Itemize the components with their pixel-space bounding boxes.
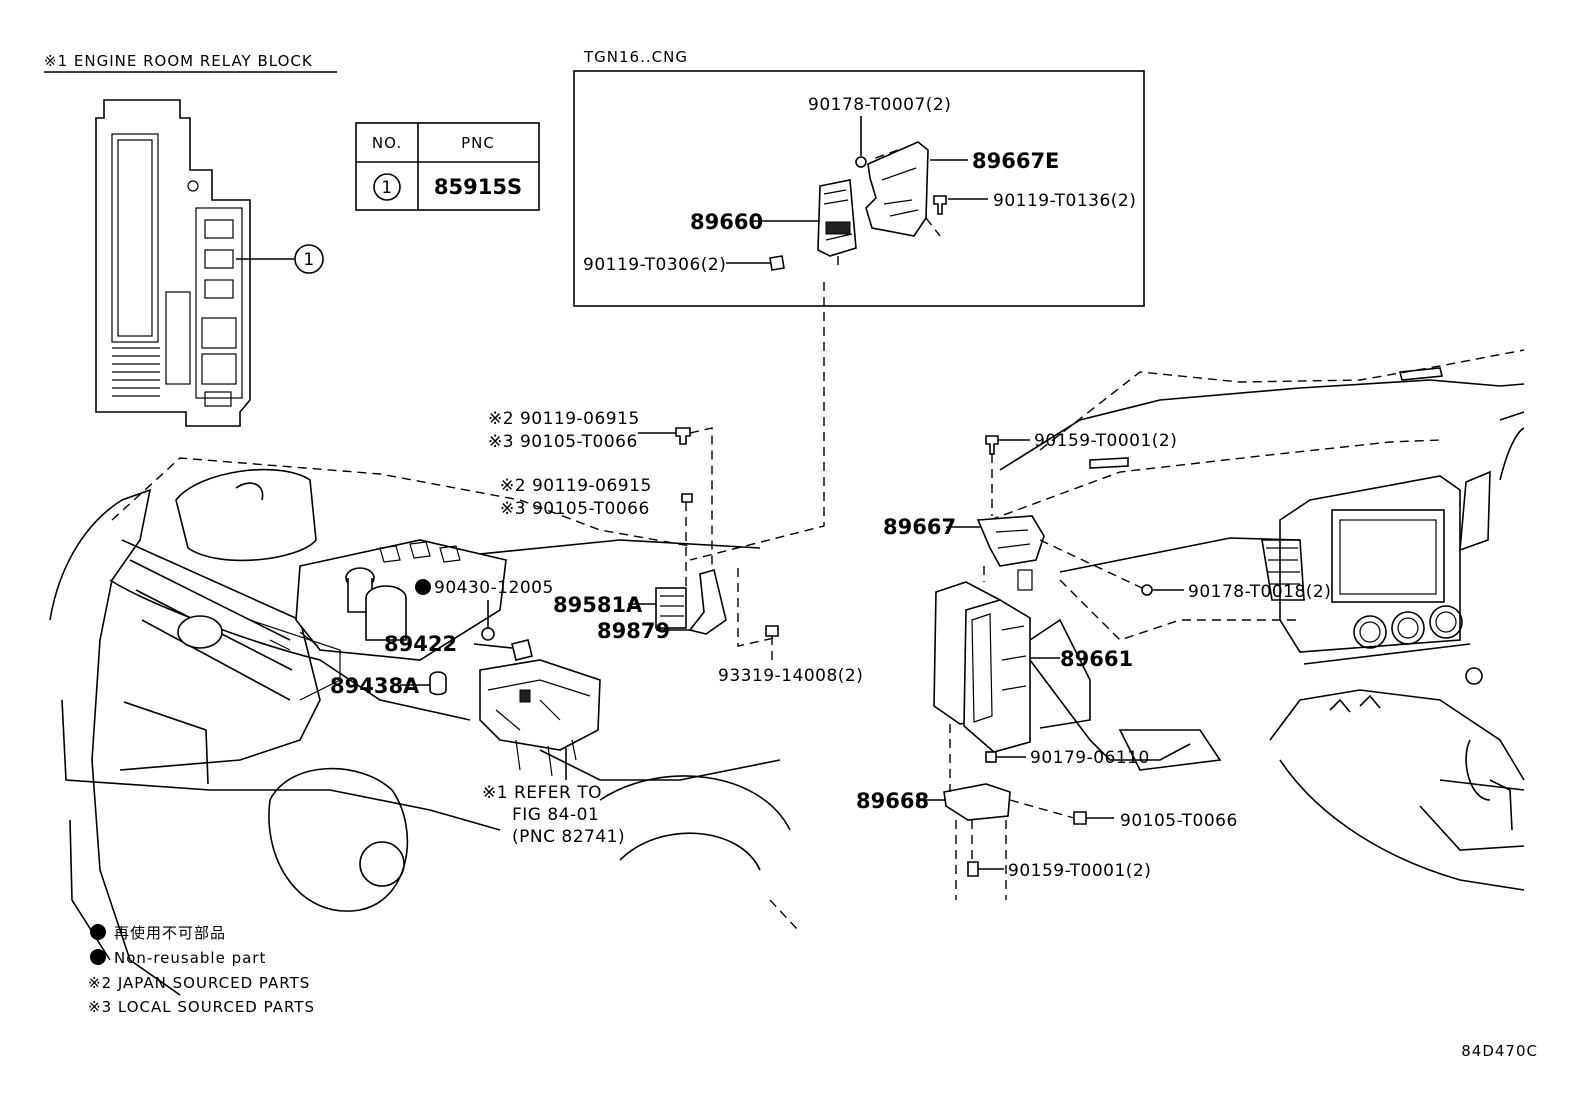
label-89581a: 89581A bbox=[553, 593, 643, 617]
label-89438a: 89438A bbox=[330, 674, 420, 698]
label-89879: 89879 bbox=[597, 619, 670, 643]
bolt-90119-t0136 bbox=[933, 195, 947, 215]
label-japan-90119-06915-a: ※2 90119-06915 bbox=[488, 409, 640, 429]
pnc-table-header-pnc: PNC bbox=[461, 134, 495, 152]
engine-leaders bbox=[400, 427, 775, 780]
relay-block-title: ※1 ENGINE ROOM RELAY BLOCK bbox=[44, 52, 313, 70]
label-90105-t0066: 90105-T0066 bbox=[1120, 811, 1238, 831]
label-89661: 89661 bbox=[1060, 647, 1133, 671]
label-90178-t0007: 90178-T0007(2) bbox=[808, 95, 951, 115]
label-90119-t0306: 90119-T0306(2) bbox=[583, 255, 726, 275]
label-93319-14008: 93319-14008(2) bbox=[718, 666, 863, 686]
label-local-90105-t0066-a: ※3 90105-T0066 bbox=[488, 432, 638, 452]
pnc-table-header-no: NO. bbox=[372, 134, 402, 152]
relay-callout-number: 1 bbox=[303, 250, 314, 270]
ecu-89660-drawing bbox=[817, 179, 857, 257]
label-89667e: 89667E bbox=[972, 149, 1059, 173]
legend: 再使用不可部品 Non-reusable part ※2 JAPAN SOURC… bbox=[88, 924, 315, 1016]
pnc-row-value: 85915S bbox=[434, 175, 522, 199]
label-90178-t0018: 90178-T0018(2) bbox=[1188, 582, 1331, 602]
label-japan-90119-06915-b: ※2 90119-06915 bbox=[500, 476, 652, 496]
variant-box-title: TGN16..CNG bbox=[583, 48, 688, 66]
refer-line-1: ※1 REFER TO bbox=[482, 783, 602, 803]
label-89668: 89668 bbox=[856, 789, 929, 813]
label-89667: 89667 bbox=[883, 515, 956, 539]
nut-90178-t0007 bbox=[855, 156, 867, 168]
label-90430-12005: 90430-12005 bbox=[434, 578, 554, 598]
nonreusable-dot-icon bbox=[415, 579, 431, 595]
legend-japan-sourced: ※2 JAPAN SOURCED PARTS bbox=[88, 974, 310, 992]
label-89422: 89422 bbox=[384, 632, 457, 656]
legend-dot-icon bbox=[90, 924, 106, 940]
pnc-row-circle bbox=[373, 173, 401, 201]
label-local-90105-t0066-b: ※3 90105-T0066 bbox=[500, 499, 650, 519]
dashboard-labels: 90159-T0001(2) 89667 90178-T0018(2) 8966… bbox=[856, 431, 1331, 881]
figure-code: 84D470C bbox=[1461, 1042, 1538, 1060]
label-89660: 89660 bbox=[690, 210, 763, 234]
variant-box: TGN16..CNG 90178-T0007(2) 89667E 90119-T… bbox=[573, 48, 1145, 307]
relay-block-drawing bbox=[95, 99, 251, 427]
label-90159-t0001-b: 90159-T0001(2) bbox=[1008, 861, 1151, 881]
label-90159-t0001-a: 90159-T0001(2) bbox=[1034, 431, 1177, 451]
relay-callout-circle bbox=[294, 244, 324, 274]
bolt-90119-t0306 bbox=[769, 255, 785, 271]
variant-link-dashed bbox=[689, 282, 825, 561]
pnc-table: NO. PNC 1 85915S bbox=[355, 122, 540, 211]
relay-block-section: ※1 ENGINE ROOM RELAY BLOCK bbox=[44, 52, 337, 427]
dashboard-drawing bbox=[933, 349, 1525, 891]
refer-line-2: FIG 84-01 bbox=[512, 805, 599, 825]
legend-nonreusable-jp: 再使用不可部品 bbox=[114, 924, 226, 942]
legend-local-sourced: ※3 LOCAL SOURCED PARTS bbox=[88, 998, 315, 1016]
dashboard-leaders bbox=[916, 439, 1184, 900]
legend-nonreusable-en: Non-reusable part bbox=[114, 949, 266, 967]
label-90179-06110: 90179-06110 bbox=[1030, 748, 1150, 768]
legend-dot-icon bbox=[90, 949, 106, 965]
label-90119-t0136: 90119-T0136(2) bbox=[993, 191, 1136, 211]
engine-labels: ※2 90119-06915 ※3 90105-T0066 ※2 90119-0… bbox=[330, 409, 863, 847]
vehicle-front-drawing bbox=[49, 427, 799, 996]
bracket-89667e-drawing bbox=[865, 141, 929, 237]
refer-line-3: (PNC 82741) bbox=[512, 827, 625, 847]
pnc-row-no: 1 bbox=[381, 178, 392, 198]
